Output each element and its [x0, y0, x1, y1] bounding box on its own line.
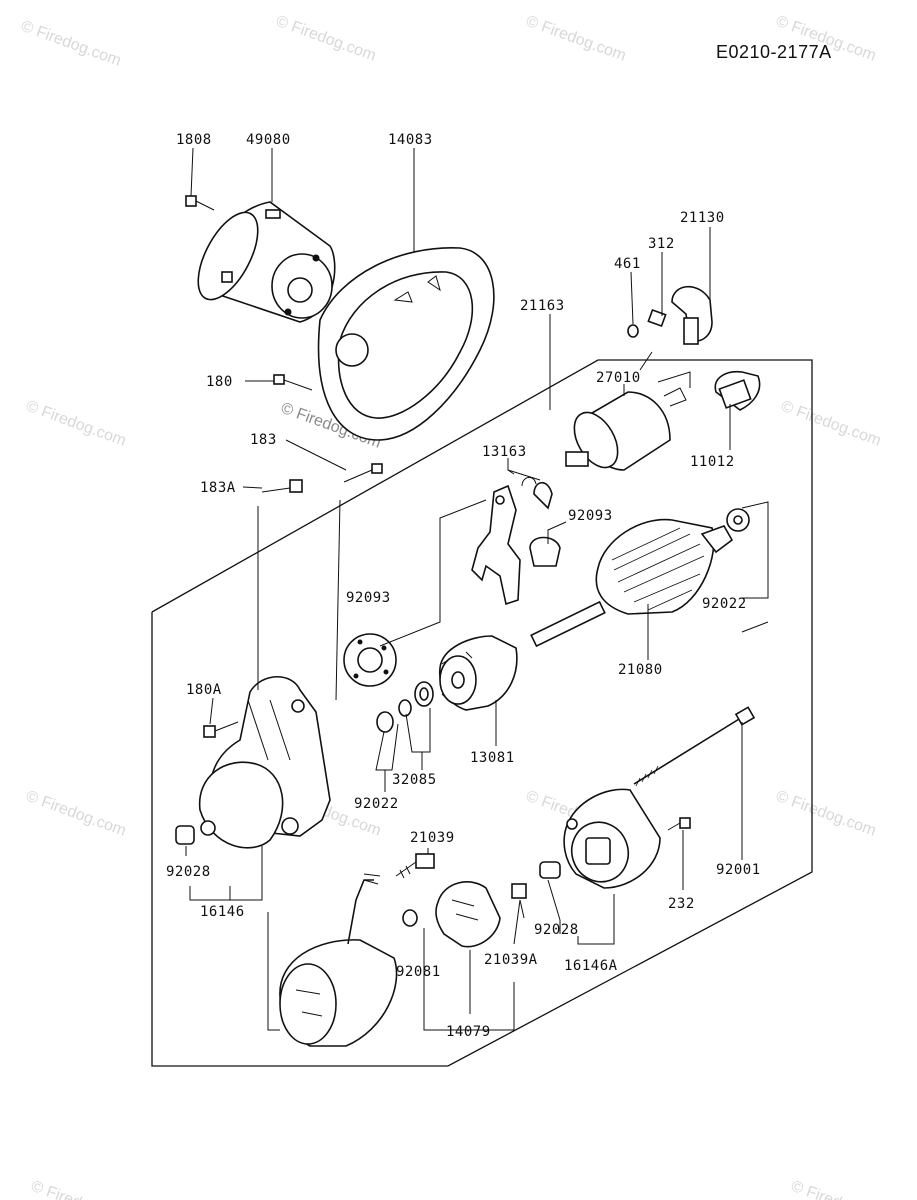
label-14079: 14079: [446, 1024, 491, 1040]
label-21130: 21130: [680, 210, 725, 226]
watermark: © Firedog.com: [524, 13, 629, 65]
label-1808: 1808: [176, 132, 212, 148]
watermark: © Firedog.com: [29, 1178, 134, 1200]
watermark: © Firedog.com: [24, 788, 129, 840]
label-92028-front: 92028: [166, 864, 211, 880]
label-92081: 92081: [396, 964, 441, 980]
bearing-32085: [414, 681, 434, 707]
brush-holder-14079: [435, 881, 501, 948]
pinion-clutch-13081: [439, 635, 518, 711]
label-14083: 14083: [388, 132, 433, 148]
watermark: © Firedog.com: [779, 398, 884, 450]
label-92093-gasket: 92093: [346, 590, 391, 606]
gasket-92093: [343, 633, 397, 687]
leader-lines: [185, 147, 769, 1031]
washer-461: [627, 324, 639, 338]
label-180: 180: [206, 374, 233, 390]
label-92028-rear: 92028: [534, 922, 579, 938]
baffle-plate: [317, 247, 495, 441]
label-16146: 16146: [200, 904, 245, 920]
bolt-180A: [203, 721, 239, 738]
screw-232: [667, 817, 691, 831]
label-21039A: 21039A: [484, 952, 538, 968]
diagram-code: E0210-2177A: [716, 42, 832, 62]
bushing-92028-right: [539, 861, 561, 879]
boot-21130: [671, 285, 713, 345]
washers-92022: [376, 699, 412, 733]
brush-21039A: [511, 883, 527, 919]
label-49080: 49080: [246, 132, 291, 148]
assembly-boundary: [151, 359, 813, 1067]
label-461: 461: [614, 256, 641, 272]
magnetic-switch: [565, 387, 687, 471]
watermark-layer: © Firedog.com © Firedog.com © Firedog.co…: [19, 13, 894, 1200]
starter-cover: [197, 201, 336, 323]
brush-92093: [529, 536, 561, 567]
bolt-183A: [261, 479, 303, 493]
nut-92081: [402, 909, 418, 927]
label-13081: 13081: [470, 750, 515, 766]
yoke: [279, 873, 398, 1047]
nut-312: [647, 308, 667, 328]
watermark: © Firedog.com: [789, 1178, 894, 1200]
label-92022-pinion: 92022: [354, 796, 399, 812]
label-16146A: 16146A: [564, 958, 618, 974]
cap-11012: [714, 370, 761, 411]
label-312: 312: [648, 236, 675, 252]
label-92093-brush: 92093: [568, 508, 613, 524]
label-232: 232: [668, 896, 695, 912]
brush-21039: [395, 853, 435, 879]
rear-bracket: [563, 788, 661, 889]
label-21163: 21163: [520, 298, 565, 314]
label-21039: 21039: [410, 830, 455, 846]
label-92001: 92001: [716, 862, 761, 878]
label-27010: 27010: [596, 370, 641, 386]
springs-13163: [521, 477, 553, 510]
bushing-92028-left: [175, 825, 195, 845]
label-21080: 21080: [618, 662, 663, 678]
label-13163: 13163: [482, 444, 527, 460]
label-183: 183: [250, 432, 277, 448]
watermark: © Firedog.com: [24, 398, 129, 450]
watermark: © Firedog.com: [274, 13, 379, 65]
through-bolt-92001: [633, 706, 756, 787]
label-11012: 11012: [690, 454, 735, 470]
watermark: © Firedog.com: [19, 18, 124, 70]
part-labels: 1808 49080 14083 21130 312 461 21163 270…: [166, 132, 761, 1040]
label-183A: 183A: [200, 480, 236, 496]
lever-plate: [471, 484, 521, 606]
label-32085: 32085: [392, 772, 437, 788]
bolt-180: [273, 374, 313, 391]
watermark: © Firedog.com: [774, 788, 879, 840]
label-180A: 180A: [186, 682, 222, 698]
label-92022-armature: 92022: [702, 596, 747, 612]
bolt-1808: [185, 195, 215, 211]
bolt-183: [343, 463, 383, 483]
front-bracket: [198, 676, 331, 849]
armature-21080: [530, 508, 750, 648]
